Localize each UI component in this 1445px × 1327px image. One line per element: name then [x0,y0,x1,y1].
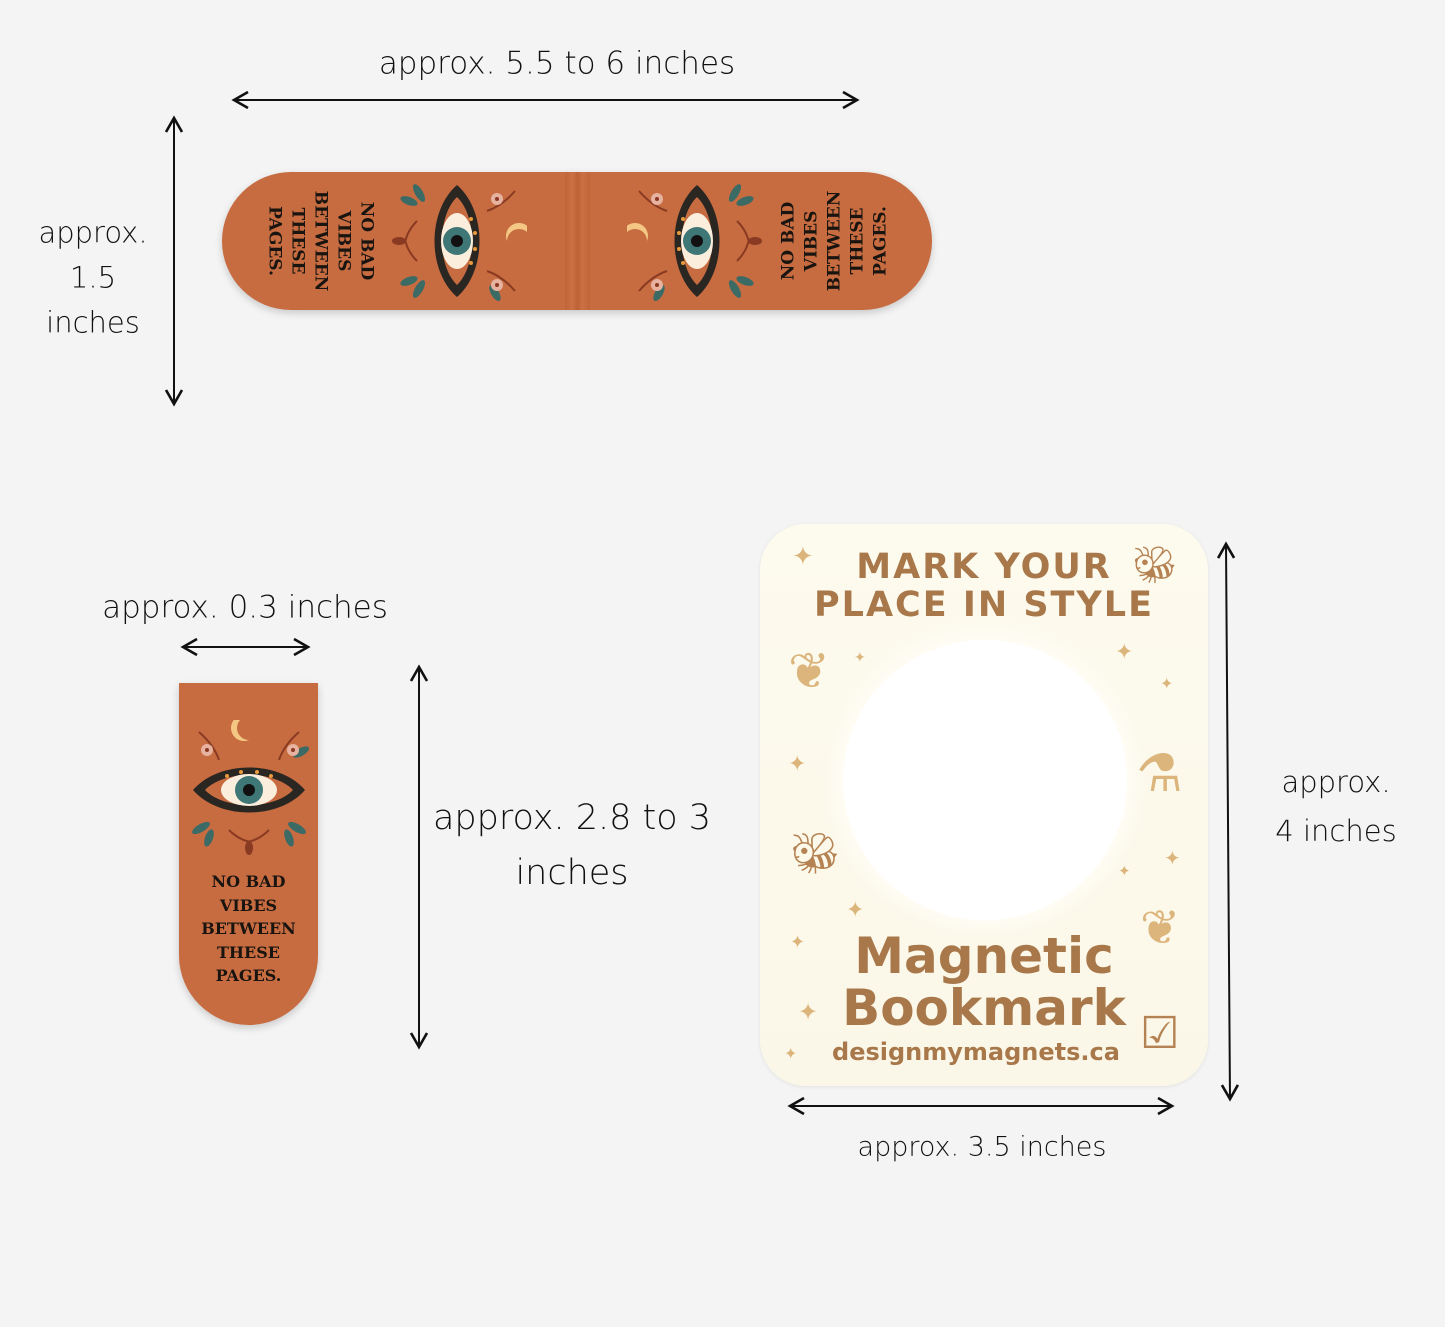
headline-line: MARK YOUR [856,547,1112,587]
card-height-label: approx. 4 inches [1275,758,1396,856]
closed-width-label: approx. 0.3 inches [102,589,388,626]
card-website: designmymagnets.ca [832,1038,1120,1066]
open-bookmark: NO BAD VIBES BETWEEN THESE PAGES. NO BAD… [222,172,932,310]
sparkle-icon: ✦ [798,998,819,1026]
sparkle-icon: ✦ [854,650,866,666]
text-line: PAGES. [870,206,891,276]
bee-icon: 🐝︎ [1132,545,1178,586]
text-line: THESE [847,207,868,275]
sparkle-icon: ✦ [846,898,865,923]
label-line: 1.5 [69,260,117,295]
text-line: BETWEEN [310,190,331,292]
closed-bookmark: NO BAD VIBES BETWEEN THESE PAGES. [179,683,318,1025]
evil-eye-icon [391,181,527,304]
open-height-label: approx. 1.5 inches [38,211,147,346]
headline-line: PLACE IN STYLE [814,585,1154,625]
sparkle-icon: ✦ [1115,640,1134,665]
text-line: PAGES. [264,206,285,276]
label-line: approx. [1281,765,1391,799]
text-line: BETWEEN [824,190,845,292]
text-line: NO BAD [211,872,286,891]
magnet-window [843,640,1127,920]
bookmark-text: NO BAD VIBES BETWEEN THESE PAGES. [179,870,318,988]
text-line: VIBES [801,210,822,272]
label-line: approx. [38,215,148,250]
card-headline: MARK YOUR PLACE IN STYLE [760,548,1208,624]
label-line: inches [515,853,629,893]
text-line: PAGES. [215,966,282,985]
flask-icon: ⚗︎ [1136,744,1183,804]
title-line: Magnetic [854,927,1114,985]
text-line: BETWEEN [201,919,296,938]
bookmark-text-right: NO BAD VIBES BETWEEN THESE PAGES. [778,191,893,292]
closed-height-label: approx. 2.8 to 3 inches [433,791,711,901]
evil-eye-icon [189,720,312,856]
card-title: Magnetic Bookmark [760,930,1208,1034]
label-line: inches [46,305,140,340]
card-width-label: approx. 3.5 inches [857,1131,1107,1163]
bookmark-fold [565,172,590,310]
bookmark-text-left: NO BAD VIBES BETWEEN THESE PAGES. [263,191,378,292]
title-line: Bookmark [842,979,1126,1037]
evil-eye-icon [627,181,763,304]
sparkle-icon: ✦ [788,752,807,777]
text-line: NO BAD [778,201,799,281]
label-line: 4 inches [1275,814,1397,848]
sparkle-icon: ✦ [1118,862,1131,880]
sparkle-icon: ✦ [790,932,806,953]
backing-card: MARK YOUR PLACE IN STYLE Magnetic Bookma… [760,524,1208,1086]
text-line: THESE [217,942,280,962]
book-check-icon: ☑︎ [1140,1008,1180,1059]
label-line: approx. 2.8 to 3 [432,798,712,838]
sparkle-icon: ✦ [784,1044,798,1063]
text-line: VIBES [219,895,278,915]
card-height-arrow [1216,541,1240,1102]
leaf-icon: ❦ [1140,900,1181,956]
sparkle-icon: ✦ [792,542,814,572]
open-width-label: approx. 5.5 to 6 inches [378,45,736,82]
sparkle-icon: ✦ [1164,846,1181,870]
text-line: NO BAD [356,201,377,281]
bee-icon: 🐝︎ [790,831,841,877]
sparkle-icon: ✦ [1160,674,1174,693]
leaf-icon: ❦ [788,642,830,700]
text-line: THESE [287,207,308,275]
text-line: VIBES [333,210,354,272]
